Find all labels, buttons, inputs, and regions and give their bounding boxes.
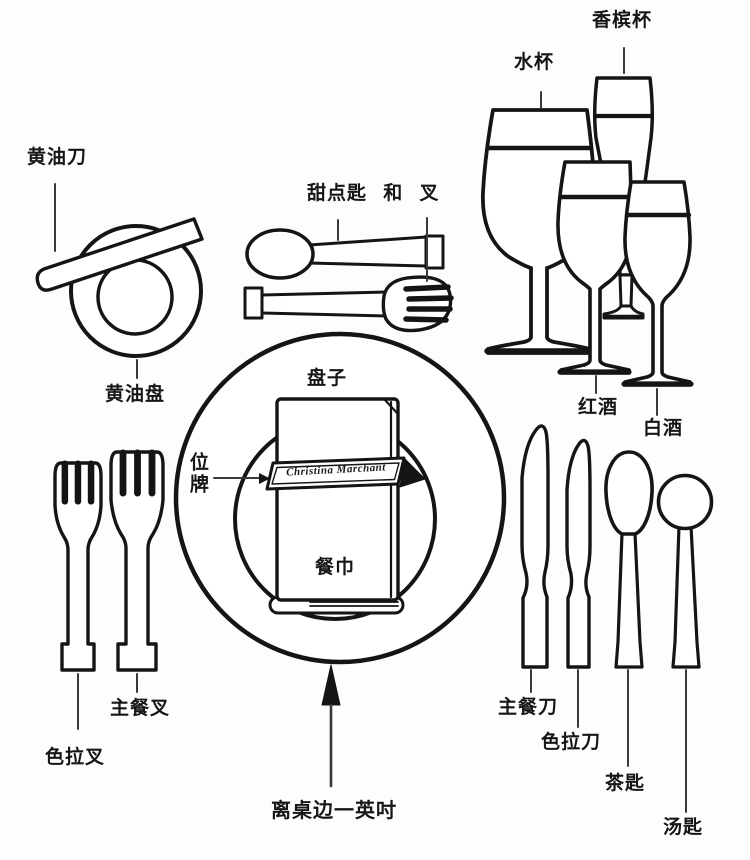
salad-knife-drawing xyxy=(565,438,592,669)
main-fork-drawing xyxy=(109,449,165,672)
leader-lines xyxy=(54,47,687,813)
red-wine-label: 红酒 xyxy=(578,397,619,418)
salad-fork-label: 色拉叉 xyxy=(45,747,106,768)
red-wine-glass-drawing xyxy=(556,160,636,375)
teaspoon-label: 茶匙 xyxy=(605,773,646,794)
butter-knife-drawing xyxy=(35,217,204,292)
soup-spoon-drawing xyxy=(656,473,714,669)
water-glass-label: 水杯 xyxy=(514,52,555,73)
teaspoon-drawing xyxy=(604,450,654,669)
main-fork-label: 主餐叉 xyxy=(110,698,171,719)
table-edge-arrow xyxy=(321,664,341,788)
butter-plate-label: 黄油盘 xyxy=(105,384,166,405)
white-wine-label: 白酒 xyxy=(643,418,684,439)
salad-fork-drawing xyxy=(53,460,103,672)
plate-label: 盘子 xyxy=(307,368,348,389)
butter-knife-label: 黄油刀 xyxy=(27,147,88,168)
place-card-drawing xyxy=(265,456,426,491)
table-edge-note: 离桌边一英吋 xyxy=(271,800,397,822)
main-knife-drawing xyxy=(520,424,550,669)
dessert-spoon-fork-label: 甜点匙 和 叉 xyxy=(307,183,440,204)
white-wine-glass-drawing xyxy=(621,180,694,387)
dessert-fork-drawing xyxy=(243,275,454,333)
napkin-drawing xyxy=(268,397,405,615)
salad-knife-label: 色拉刀 xyxy=(541,732,602,753)
napkin-label: 餐巾 xyxy=(315,557,356,578)
main-knife-label: 主餐刀 xyxy=(498,697,559,718)
soup-spoon-label: 汤匙 xyxy=(663,817,704,838)
champagne-glass-label: 香槟杯 xyxy=(592,10,653,31)
place-card-label: 位牌 xyxy=(186,452,208,496)
dessert-spoon-drawing xyxy=(245,228,445,280)
